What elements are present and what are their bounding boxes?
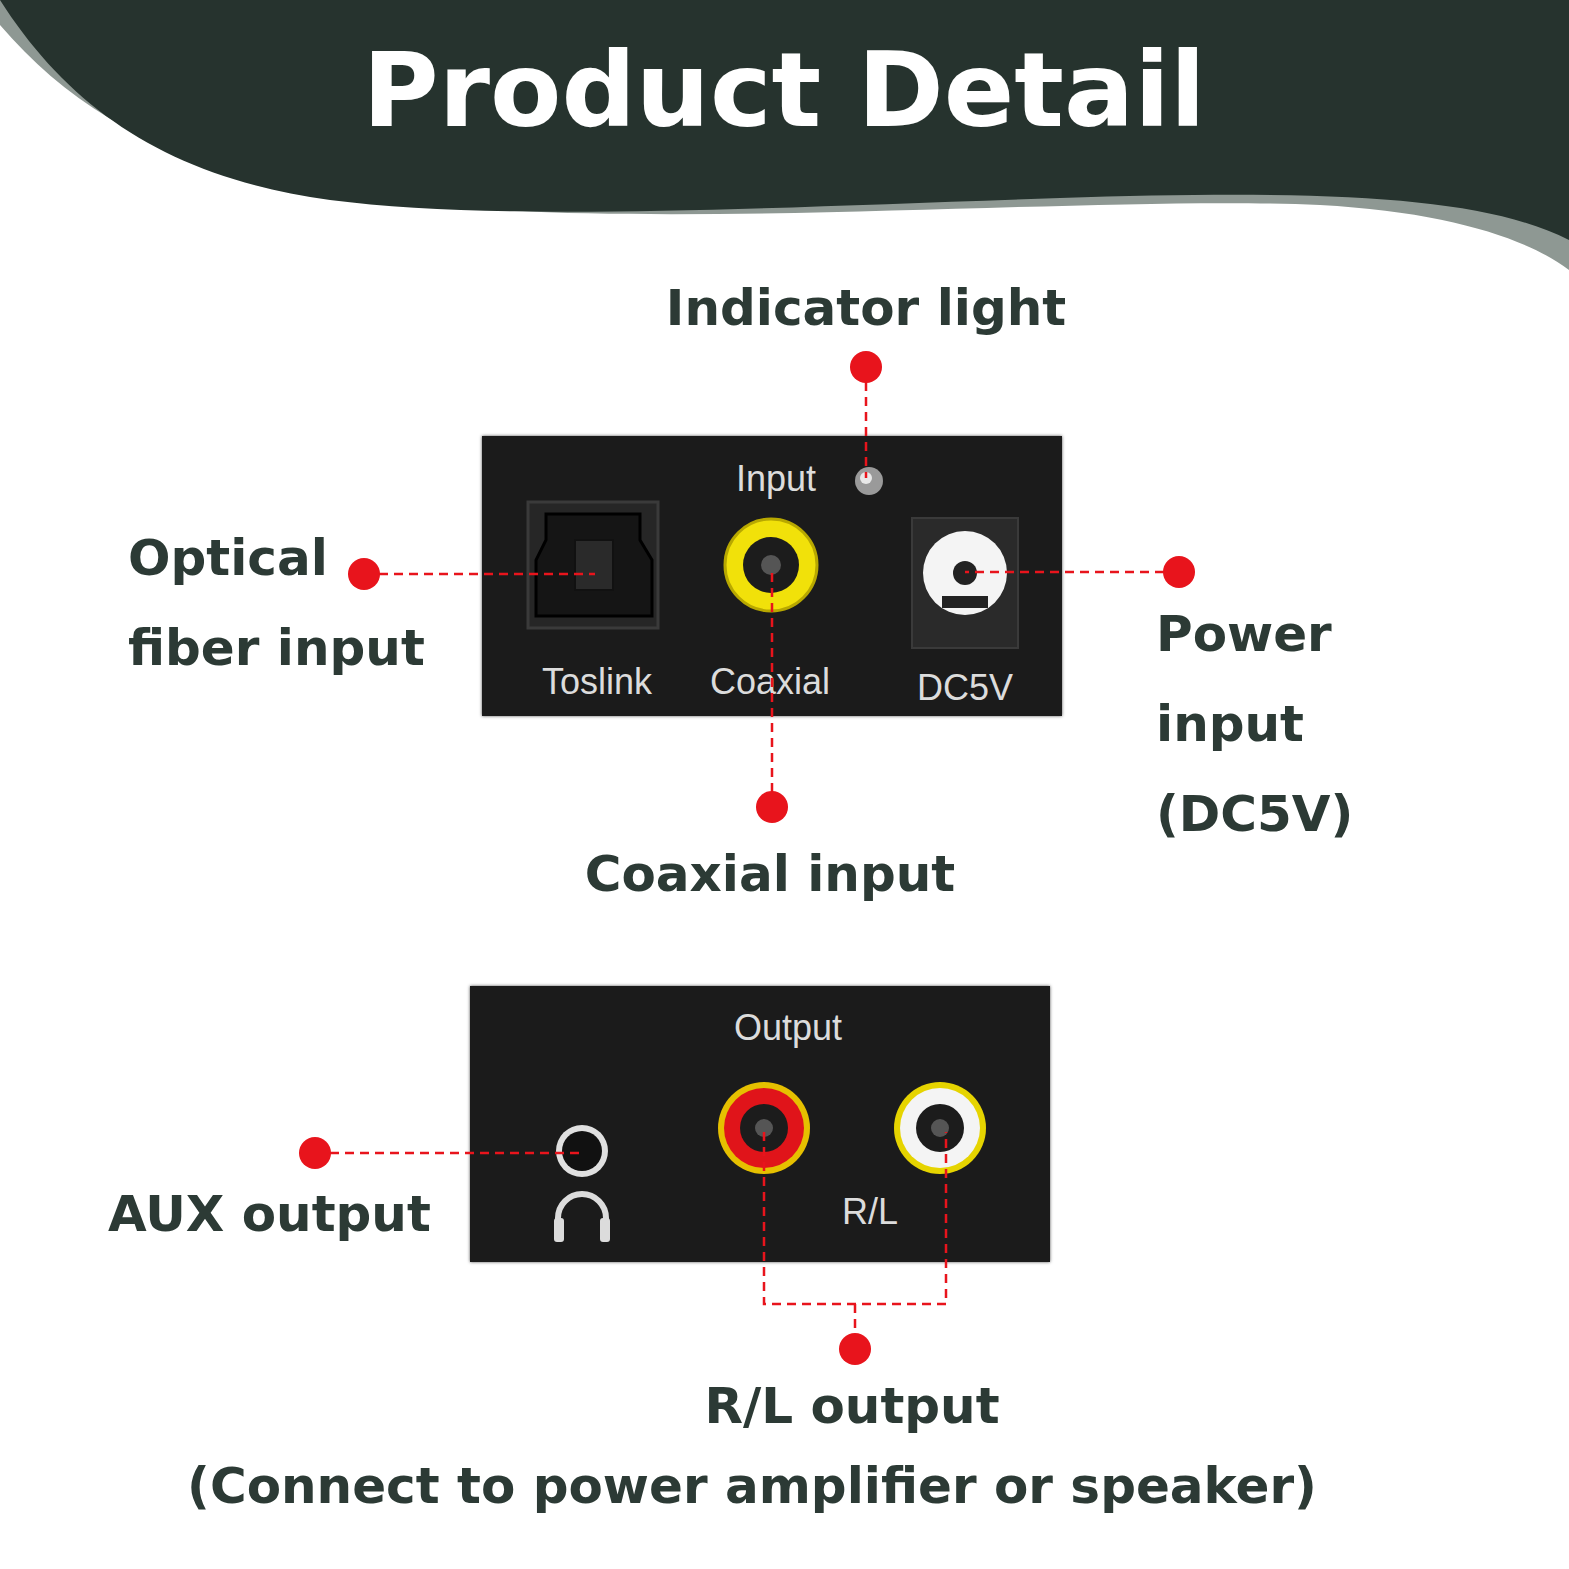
callout-label: (Connect to power amplifier or speaker)	[187, 1441, 1317, 1531]
indicator-led	[855, 467, 883, 495]
callout-dots	[299, 351, 1195, 1365]
rca-red-port	[718, 1082, 810, 1174]
toslink-port	[528, 502, 658, 628]
input-panel: InputToslink Coaxial DC5V	[482, 436, 1062, 716]
coaxial-port	[725, 519, 817, 611]
panel-heading: Input	[736, 458, 816, 500]
header-ribbon	[0, 0, 1569, 270]
callout-label: Indicator light	[666, 263, 1066, 353]
leader-lines	[315, 367, 1179, 1349]
headphone-jack	[554, 1125, 610, 1242]
callout-label: AUX output	[108, 1169, 431, 1259]
port-label: Toslink	[542, 661, 652, 703]
rca-white-port	[894, 1082, 986, 1174]
output-panel: OutputR/L	[470, 986, 1050, 1262]
dc-power-jack	[912, 518, 1018, 648]
callout-label: Power input (DC5V)	[1156, 589, 1496, 859]
callout-label: Coaxial input	[585, 829, 955, 919]
callout-label: R/L output	[704, 1361, 999, 1451]
port-label: Coaxial	[710, 661, 830, 703]
callout-label: Optical fiber input	[128, 513, 438, 693]
header-background	[0, 0, 1569, 240]
port-label: R/L	[842, 1191, 898, 1233]
panel-heading: Output	[734, 1007, 842, 1049]
page-title: Product Detail	[362, 29, 1205, 151]
port-label: DC5V	[917, 667, 1013, 709]
